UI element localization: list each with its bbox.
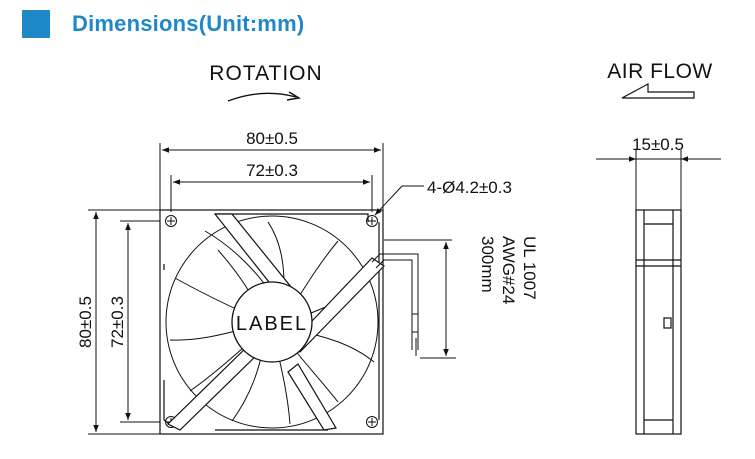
cable-spec-line1: UL 1007 [520,236,539,300]
thickness-dimension: 15±0.5 [596,135,721,212]
fan-frame [159,209,384,435]
hole-spacing-width-label: 72±0.3 [246,161,298,180]
overall-width-dimension: 80±0.5 [159,129,384,210]
airflow-label: AIR FLOW [607,60,713,83]
hub-label: LABEL [236,313,308,335]
overall-height-label: 80±0.5 [76,296,95,348]
hole-spacing-height-label: 72±0.3 [108,296,127,348]
mounting-hole-callout: 4-Ø4.2±0.3 [374,178,512,216]
cable-spec-line3: 300mm [478,236,497,293]
thickness-label: 15±0.5 [632,135,684,154]
mounting-holes-label: 4-Ø4.2±0.3 [427,178,512,197]
airflow-arrow-icon [621,82,695,99]
section-header: Dimensions(Unit:mm) [22,9,304,39]
cable-spec: UL 1007 AWG#24 300mm [478,236,539,304]
fan-side-view [635,209,682,435]
fan-hub: LABEL [231,281,313,363]
rotation-label: ROTATION [209,62,322,85]
fan-cable [371,239,456,359]
section-marker-icon [22,10,50,38]
section-title: Dimensions(Unit:mm) [72,11,305,36]
hole-spacing-height-dimension: 72±0.3 [108,220,160,423]
cable-spec-line2: AWG#24 [499,236,518,304]
rotation-arrow-icon [227,91,301,102]
hole-spacing-width-dimension: 72±0.3 [170,161,373,212]
overall-width-label: 80±0.5 [246,129,298,148]
overall-height-dimension: 80±0.5 [76,209,160,435]
mounting-hole-icons [165,215,378,428]
